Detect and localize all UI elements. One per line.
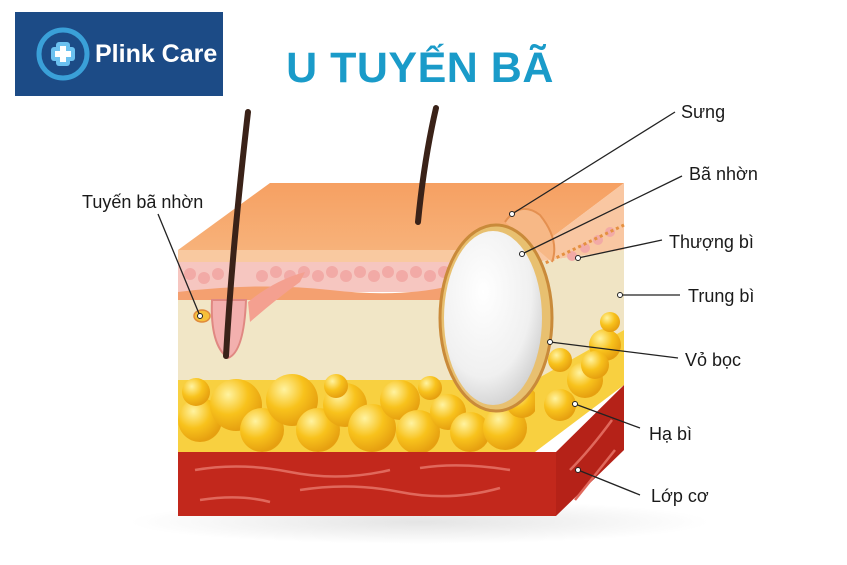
leader-dots [197,211,623,473]
leader-lines [157,111,683,496]
muscle-layer [178,452,556,516]
label-hypodermis: Hạ bì [649,424,692,444]
label-epidermis: Thượng bì [669,232,754,252]
side-dermis [535,250,624,380]
side-fat-cells [544,312,621,421]
fat-cells [178,374,538,454]
cyst-sebum [444,231,542,405]
label-muscle: Lớp cơ [651,486,709,506]
label-capsule: Vỏ bọc [685,350,741,370]
brand-name: Plink Care [95,40,218,68]
medical-cross-icon [36,27,90,81]
side-muscle [556,385,624,516]
label-sebum: Bã nhờn [689,164,758,184]
epidermis-cells [184,266,450,284]
hair-strand [223,109,251,359]
label-sebaceous-gland: Tuyến bã nhờn [82,192,203,212]
muscle-fibers [194,419,616,504]
epidermis-layer [178,250,535,262]
page-title: U TUYẾN BÃ [286,44,554,92]
label-dermis: Trung bì [688,286,754,306]
hair-strand-2 [415,105,439,225]
brand-logo: Plink Care [15,12,223,96]
arrector-muscle [248,272,305,322]
label-swelling: Sưng [681,102,725,122]
